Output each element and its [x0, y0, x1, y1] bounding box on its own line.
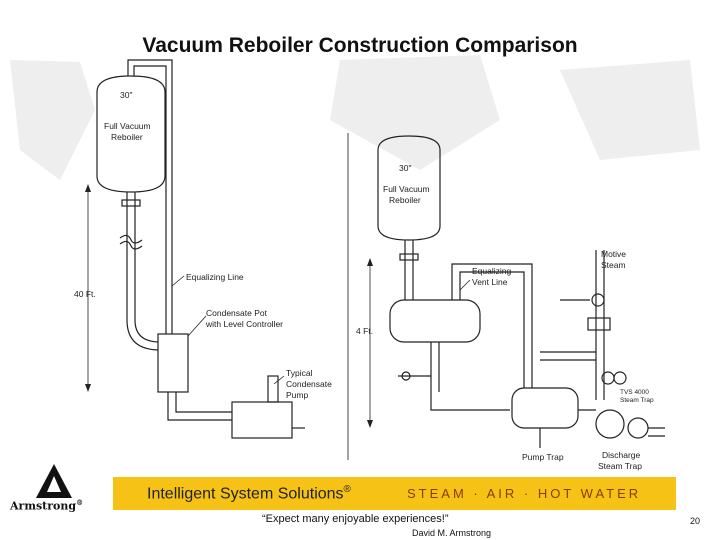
left-height-label: 40 Ft.	[74, 289, 96, 299]
banner-tagline: Intelligent System Solutions®	[147, 484, 351, 503]
watermark	[10, 55, 700, 180]
left-diagram-labels: 30" Full Vacuum Reboiler 40 Ft. Equalizi…	[74, 90, 332, 400]
left-pump-label-3: Pump	[286, 390, 308, 400]
diagram-canvas: 30" Full Vacuum Reboiler 40 Ft. Equalizi…	[10, 55, 700, 471]
right-diagram-labels: 30" Full Vacuum Reboiler 4 Ft. Equalizin…	[356, 163, 654, 471]
pump-trap	[511, 387, 579, 429]
motive-steam-label-2: Steam	[601, 260, 626, 270]
pump-trap-label: Pump Trap	[522, 452, 564, 462]
left-equalizing-label: Equalizing Line	[186, 272, 244, 282]
left-pot-label-1: Condensate Pot	[206, 308, 268, 318]
left-vessel-label-2: Full Vacuum	[104, 121, 151, 131]
armstrong-logo	[14, 462, 94, 518]
right-vessel-label-1: 30"	[399, 163, 411, 173]
banner-services: STEAM · AIR · HOT WATER	[407, 486, 642, 501]
right-horizontal-tank	[389, 299, 481, 343]
left-pump-label-2: Condensate	[286, 379, 332, 389]
condensate-pump	[231, 401, 293, 439]
logo-mark-icon	[36, 464, 72, 498]
footer-banner: Intelligent System Solutions® STEAM · AI…	[113, 477, 676, 510]
motive-steam-label-1: Motive	[601, 249, 626, 259]
left-vessel-label-1: 30"	[120, 90, 132, 100]
left-pot-label-2: with Level Controller	[205, 319, 283, 329]
left-pump-label-1: Typical	[286, 368, 313, 378]
discharge-label-1: Discharge	[602, 450, 641, 460]
right-vessel-label-3: Reboiler	[389, 195, 421, 205]
condensate-pot	[157, 333, 189, 393]
trap-label-2: Steam Trap	[620, 397, 654, 404]
page-number: 20	[690, 516, 701, 526]
right-diagram	[367, 135, 665, 448]
page-title: Vacuum Reboiler Construction Comparison	[142, 34, 578, 57]
trap-label-1: TVS 4000	[620, 389, 649, 396]
right-reboiler-vessel	[377, 135, 441, 241]
logo-wordmark: Armstrong®	[10, 498, 84, 513]
footer-quote: “Expect many enjoyable experiences!”	[262, 513, 449, 525]
right-vent-label-2: Vent Line	[472, 277, 508, 287]
right-vent-label-1: Equalizing	[472, 266, 511, 276]
footer-author: David M. Armstrong	[412, 528, 492, 538]
discharge-label-2: Steam Trap	[598, 461, 642, 471]
left-diagram	[85, 59, 305, 439]
right-height-label: 4 Ft.	[356, 326, 373, 336]
left-vessel-label-3: Reboiler	[111, 132, 143, 142]
left-reboiler-vessel	[96, 75, 166, 193]
discharge-trap	[595, 409, 625, 439]
right-vessel-label-2: Full Vacuum	[383, 184, 430, 194]
